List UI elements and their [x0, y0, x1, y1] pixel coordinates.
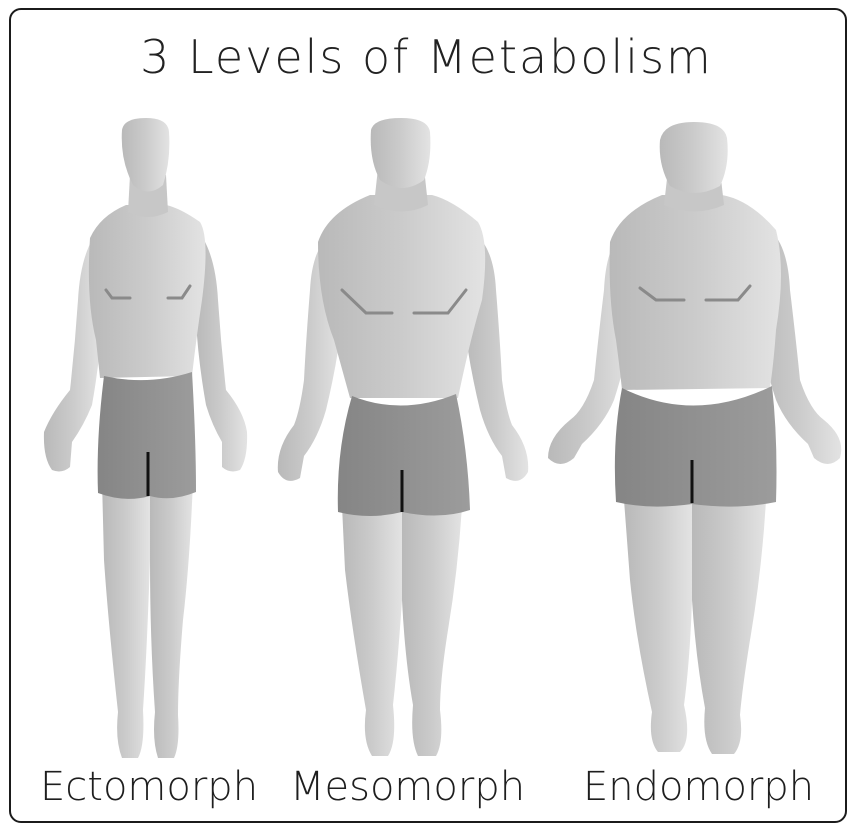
endomorph-torso	[610, 195, 781, 390]
mesomorph-left-leg	[342, 506, 402, 756]
endomorph-figure-icon	[548, 122, 841, 754]
ectomorph-right-leg	[150, 480, 193, 758]
endomorph-shorts	[615, 386, 777, 507]
caption-mesomorph: Mesomorph	[290, 764, 525, 810]
mesomorph-right-leg	[402, 506, 462, 756]
mesomorph-shorts	[338, 394, 470, 516]
ectomorph-head	[122, 118, 170, 192]
caption-endomorph: Endomorph	[583, 764, 814, 810]
mesomorph-head	[371, 118, 431, 188]
caption-ectomorph: Ectomorph	[40, 764, 258, 810]
endomorph-head	[660, 122, 728, 193]
ectomorph-figure-icon	[44, 118, 247, 758]
endomorph-right-leg	[692, 500, 766, 754]
ectomorph-left-leg	[102, 480, 150, 758]
mesomorph-figure-icon	[278, 118, 528, 756]
endomorph-left-leg	[624, 500, 692, 752]
